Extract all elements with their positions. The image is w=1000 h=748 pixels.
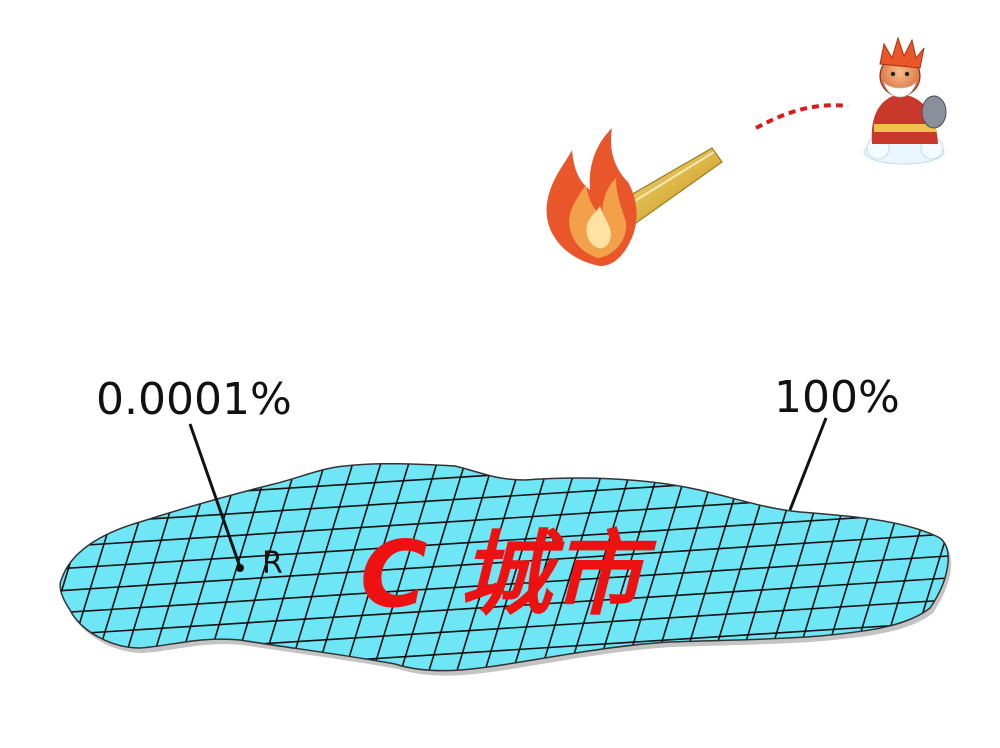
deity-shield	[921, 95, 947, 129]
right-pointer-line	[788, 417, 828, 511]
city-region: C 城市	[0, 268, 1000, 748]
grid-line-horizontal	[40, 268, 980, 328]
grid-line-horizontal	[40, 708, 980, 748]
grid-line-slanted	[363, 463, 445, 671]
torch-flame-core	[586, 206, 611, 249]
grid-line-horizontal	[60, 553, 949, 615]
torch-icon	[546, 128, 723, 266]
deity-eye-right	[904, 71, 910, 77]
grid-line-slanted	[503, 463, 585, 671]
grid-line-slanted	[447, 463, 529, 671]
grid-line-slanted	[0, 440, 24, 700]
grid-line-horizontal	[60, 531, 949, 593]
right-percent-label: 100%	[774, 372, 900, 423]
fire-deity-icon	[863, 36, 947, 165]
deity-eye-left	[890, 71, 896, 77]
grid-line-horizontal	[40, 686, 980, 746]
grid-line-horizontal	[60, 575, 949, 637]
dashed-trail-line	[755, 103, 849, 130]
grid-line-slanted	[0, 440, 52, 700]
point-r-label: R	[262, 546, 283, 581]
grid-line-slanted	[391, 463, 473, 671]
grid-line-slanted	[531, 463, 613, 671]
grid-line-horizontal	[60, 463, 949, 483]
left-pointer-line	[188, 423, 242, 568]
left-percent-label: 0.0001%	[96, 374, 292, 425]
grid-line-slanted	[952, 440, 1000, 700]
grid-line-horizontal	[60, 663, 949, 671]
deity-belt	[874, 124, 936, 132]
grid-line-horizontal	[40, 290, 980, 350]
grid-line-horizontal	[40, 312, 980, 372]
grid-line-horizontal	[60, 509, 949, 571]
deity-hair-flames	[879, 36, 925, 69]
point-r-marker	[236, 564, 244, 572]
grid-line-slanted	[419, 463, 501, 671]
grid-line-slanted	[475, 463, 557, 671]
grid-line-slanted	[980, 440, 1000, 700]
city-outline	[59, 462, 949, 672]
deity-beard	[883, 81, 917, 98]
city-label: C 城市	[360, 521, 658, 628]
city-area-fill	[60, 463, 949, 671]
